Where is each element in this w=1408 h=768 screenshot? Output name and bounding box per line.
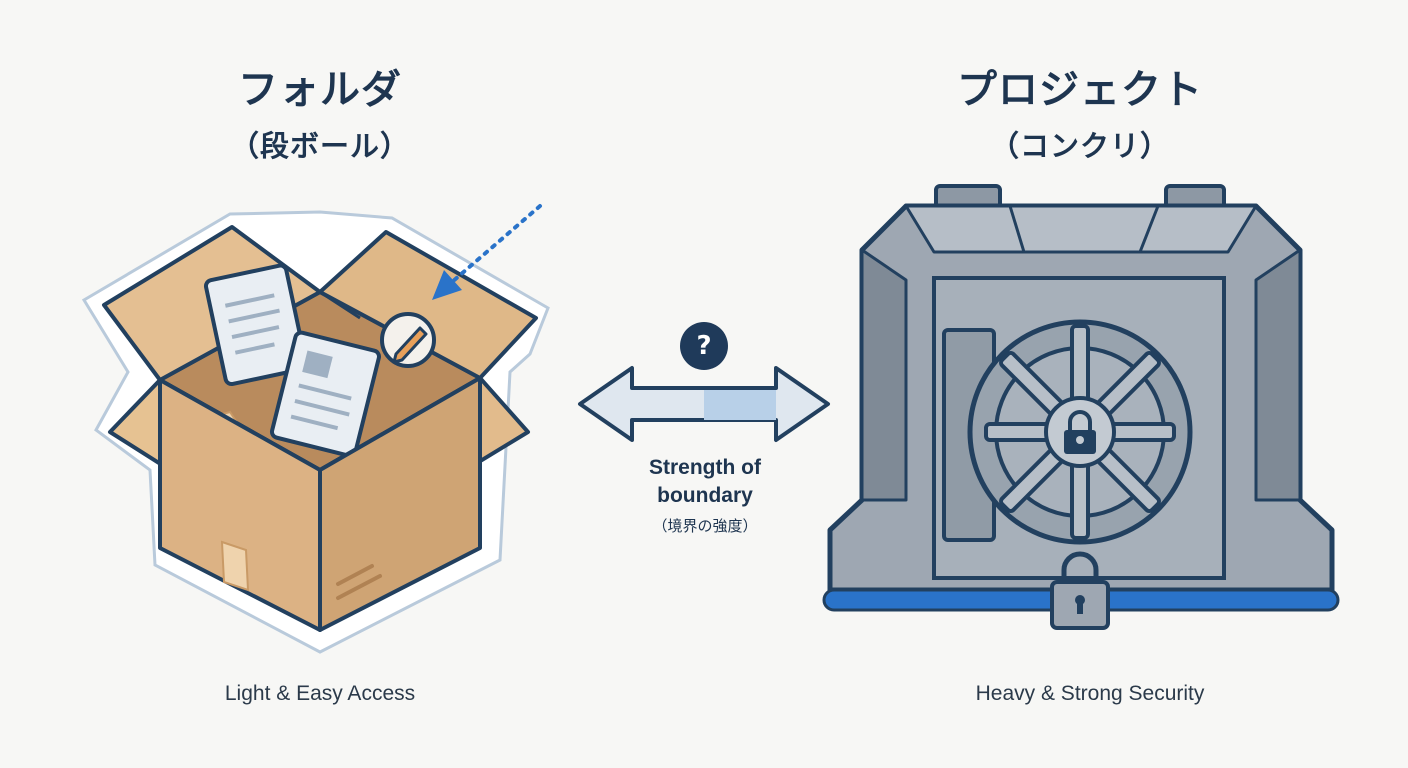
padlock-icon	[1064, 410, 1096, 454]
cardboard-box-illustration	[81, 204, 550, 654]
project-subtitle: （コンクリ）	[989, 129, 1170, 163]
folder-subtitle: （段ボール）	[229, 129, 410, 163]
project-caption: Heavy & Strong Security	[975, 682, 1205, 705]
boundary-label-en-line2: boundary	[657, 484, 753, 507]
pencil-icon	[380, 312, 436, 368]
insert-arrow-icon	[432, 204, 542, 300]
question-badge-text: ?	[696, 331, 712, 361]
boundary-strength-label: Strength of boundary （境界の強度）	[590, 454, 820, 538]
project-title-block: プロジェクト （コンクリ）	[880, 66, 1280, 166]
project-title: プロジェクト	[957, 67, 1203, 113]
folder-title-block: フォルダ （段ボール）	[150, 66, 490, 166]
boundary-label-ja: （境界の強度）	[652, 517, 758, 535]
vault-illustration	[822, 184, 1340, 630]
document-icon	[269, 330, 381, 458]
document-icon	[203, 263, 308, 387]
folder-caption: Light & Easy Access	[224, 682, 416, 705]
question-mark-icon	[680, 322, 728, 370]
padlock-icon	[1050, 551, 1110, 630]
folder-title: フォルダ	[238, 67, 402, 113]
boundary-label-en-line1: Strength of	[649, 456, 761, 479]
double-arrow-icon	[578, 366, 830, 442]
